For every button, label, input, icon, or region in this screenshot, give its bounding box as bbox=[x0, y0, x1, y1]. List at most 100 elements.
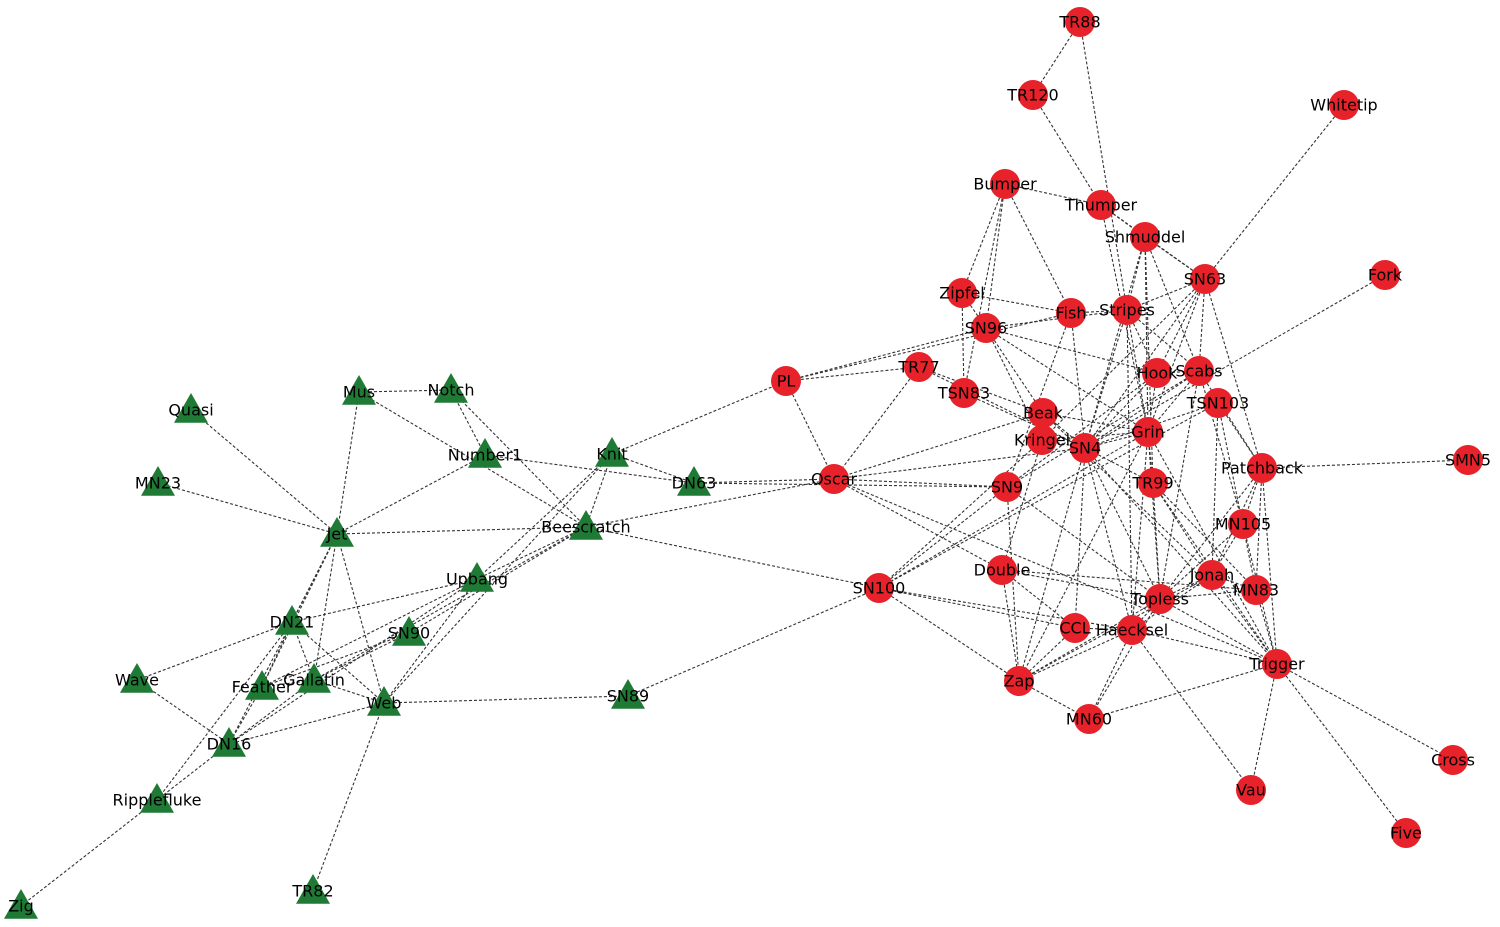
edge-zipfel-fish bbox=[961, 292, 1072, 314]
edge-jet-beescratch bbox=[336, 526, 587, 535]
edge-sn63-hook bbox=[1156, 278, 1206, 374]
node-trigger bbox=[1262, 649, 1292, 679]
edge-sn63-sn4 bbox=[1084, 278, 1206, 449]
edge-tr99-trigger bbox=[1152, 482, 1278, 665]
node-ccl bbox=[1060, 613, 1090, 643]
node-zig bbox=[4, 889, 38, 919]
node-five bbox=[1391, 818, 1421, 848]
node-label-tr120: TR120 bbox=[1006, 86, 1058, 105]
node-label-fish: Fish bbox=[1056, 304, 1087, 323]
edge-beak-jonah bbox=[1042, 412, 1213, 576]
node-knit bbox=[595, 437, 629, 467]
edge-kringel-double bbox=[1001, 439, 1043, 571]
node-label-vau: Vau bbox=[1236, 781, 1266, 800]
edge-grin-sn100 bbox=[878, 431, 1149, 589]
node-label-pl: PL bbox=[777, 372, 796, 391]
node-tr99 bbox=[1138, 468, 1168, 498]
node-label-quasi: Quasi bbox=[168, 401, 213, 420]
node-gallatin bbox=[297, 663, 331, 693]
node-label-knit: Knit bbox=[596, 445, 627, 464]
edge-topless-trigger bbox=[1159, 598, 1278, 665]
node-wave bbox=[120, 663, 154, 693]
edge-dn63-sn9 bbox=[693, 482, 1008, 488]
node-notch bbox=[434, 373, 468, 403]
node-hook bbox=[1142, 358, 1172, 388]
node-label-sn63: SN63 bbox=[1184, 270, 1226, 289]
node-ripplefluke bbox=[140, 783, 174, 813]
edge-trigger-five bbox=[1276, 663, 1407, 834]
node-label-whitetip: Whitetip bbox=[1310, 96, 1377, 115]
node-label-shmuddel: Shmuddel bbox=[1105, 228, 1186, 247]
edge-mus-jet bbox=[336, 391, 360, 535]
edge-mn105-topless bbox=[1159, 523, 1244, 600]
edge-scabs-patchback bbox=[1198, 370, 1263, 469]
edge-beak-oscar bbox=[833, 412, 1044, 480]
edge-oscar-sn9 bbox=[833, 478, 1008, 488]
edge-notch-beescratch bbox=[450, 389, 587, 528]
node-label-sn100: SN100 bbox=[853, 579, 906, 598]
node-label-sn90: SN90 bbox=[388, 624, 430, 643]
node-quasi bbox=[174, 393, 208, 423]
edge-beak-grin bbox=[1042, 412, 1149, 433]
edge-tr99-topless bbox=[1152, 482, 1161, 600]
edge-grin-haecksel bbox=[1131, 431, 1149, 631]
edge-web-sn89 bbox=[383, 695, 629, 704]
node-sn100 bbox=[864, 573, 894, 603]
node-label-mus: Mus bbox=[343, 383, 375, 402]
edge-double-zap bbox=[1001, 569, 1020, 682]
node-label-upbang: Upbang bbox=[446, 570, 508, 589]
edge-sn63-stripes bbox=[1126, 278, 1206, 311]
edge-sn90-feather bbox=[261, 632, 410, 688]
edge-zipfel-tsn83 bbox=[961, 292, 965, 394]
node-upbang bbox=[460, 562, 494, 592]
edge-jonah-haecksel bbox=[1131, 574, 1213, 631]
node-bumper bbox=[990, 169, 1020, 199]
node-label-wave: Wave bbox=[115, 671, 159, 690]
edge-sn90-gallatin bbox=[313, 632, 410, 681]
edge-knit-upbang bbox=[476, 453, 613, 580]
edge-scabs-topless bbox=[1159, 370, 1200, 600]
node-pl bbox=[771, 366, 801, 396]
node-label-jet: Jet bbox=[326, 525, 348, 544]
node-label-grin: Grin bbox=[1131, 423, 1165, 442]
edge-haecksel-zap bbox=[1018, 629, 1133, 682]
edge-grin-trigger bbox=[1147, 431, 1278, 665]
edge-feather-gallatin bbox=[261, 679, 315, 688]
node-number1 bbox=[468, 438, 502, 468]
edge-tsn83-sn4 bbox=[963, 392, 1086, 449]
edge-tsn103-sn100 bbox=[878, 402, 1219, 589]
node-dn21 bbox=[275, 605, 309, 635]
edge-sn63-patchback bbox=[1204, 278, 1263, 469]
edge-double-topless bbox=[1001, 569, 1161, 600]
edge-oscar-trigger bbox=[833, 478, 1278, 665]
edge-sn63-scabs bbox=[1198, 278, 1206, 372]
edge-stripes-scabs bbox=[1126, 309, 1200, 372]
edge-shmuddel-scabs bbox=[1144, 236, 1200, 372]
edge-patchback-trigger bbox=[1261, 467, 1278, 665]
edge-tr88-stripes bbox=[1079, 21, 1128, 311]
node-label-five: Five bbox=[1390, 824, 1422, 843]
edge-topless-mn60 bbox=[1088, 598, 1161, 720]
edge-grin-zap bbox=[1018, 431, 1149, 682]
node-label-zipfel: Zipfel bbox=[939, 284, 984, 303]
edge-bumper-sn96 bbox=[985, 183, 1006, 329]
edge-sn9-topless bbox=[1006, 486, 1161, 600]
node-double bbox=[987, 555, 1017, 585]
node-zap bbox=[1004, 666, 1034, 696]
node-label-hook: Hook bbox=[1137, 364, 1179, 383]
node-label-sn89: SN89 bbox=[607, 687, 649, 706]
edge-whitetip-sn63 bbox=[1204, 104, 1345, 280]
node-label-stripes: Stripes bbox=[1099, 301, 1155, 320]
node-shmuddel bbox=[1130, 222, 1160, 252]
edge-shmuddel-sn4 bbox=[1084, 236, 1146, 449]
edge-fish-sn4 bbox=[1070, 312, 1086, 449]
node-label-kringel: Kringel bbox=[1014, 431, 1070, 450]
node-label-mn60: MN60 bbox=[1066, 710, 1112, 729]
node-label-zig: Zig bbox=[8, 897, 34, 916]
edge-mus-beescratch bbox=[358, 391, 587, 528]
edge-pl-fish bbox=[785, 312, 1072, 382]
node-label-mn83: MN83 bbox=[1233, 581, 1279, 600]
node-label-haecksel: Haecksel bbox=[1096, 621, 1168, 640]
node-tr77 bbox=[904, 352, 934, 382]
